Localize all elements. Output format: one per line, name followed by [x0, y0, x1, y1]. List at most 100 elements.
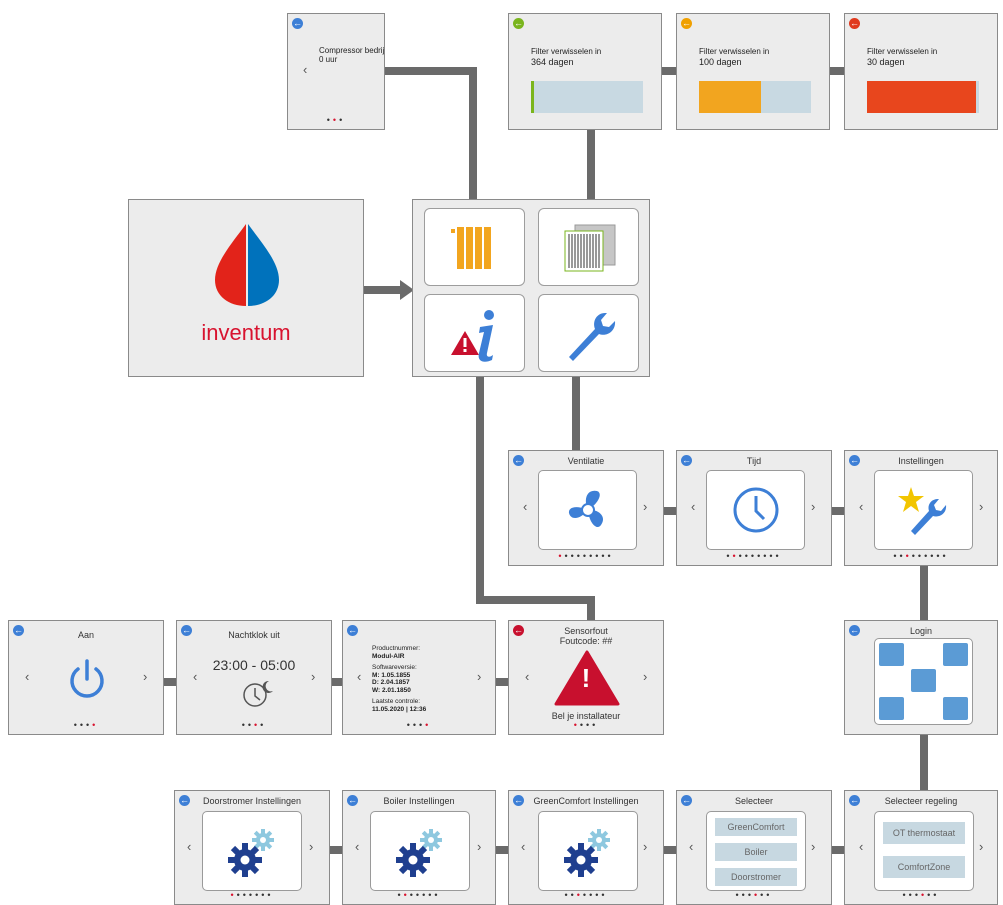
- connector: [385, 67, 477, 75]
- back-icon[interactable]: ←: [347, 625, 358, 636]
- back-icon[interactable]: ←: [347, 795, 358, 806]
- connector: [830, 67, 844, 75]
- back-icon[interactable]: ←: [513, 625, 524, 636]
- arrow-left-button[interactable]: ‹: [193, 669, 198, 684]
- arrow-left-button[interactable]: ‹: [303, 62, 308, 77]
- back-icon[interactable]: ←: [179, 795, 190, 806]
- product-value: Modul-AIR: [372, 652, 405, 660]
- arrow-left-button[interactable]: ‹: [25, 669, 30, 684]
- arrow-right-button[interactable]: ›: [477, 839, 482, 854]
- login-square[interactable]: [879, 697, 904, 720]
- filter-progress-fill: [867, 81, 976, 113]
- connector: [496, 678, 508, 686]
- settings-tile[interactable]: [538, 294, 639, 372]
- arrow-left-button[interactable]: ‹: [355, 839, 360, 854]
- back-icon[interactable]: ←: [513, 795, 524, 806]
- option-comfortzone[interactable]: ComfortZone: [883, 856, 965, 878]
- option-boiler[interactable]: Boiler: [715, 843, 797, 861]
- back-icon[interactable]: ←: [849, 455, 860, 466]
- back-icon[interactable]: ←: [513, 18, 524, 29]
- arrow-right-button[interactable]: ›: [811, 499, 816, 514]
- arrow-right-button[interactable]: ›: [811, 839, 816, 854]
- compressor-label: Compressor bedrijfstijd: [319, 46, 385, 55]
- arrow-left-button[interactable]: ‹: [357, 669, 362, 684]
- login-square[interactable]: [911, 669, 936, 692]
- page-dots: •••••••: [564, 890, 608, 900]
- page-dots: •••••••••: [893, 551, 949, 561]
- back-icon[interactable]: ←: [681, 455, 692, 466]
- filter-progress-bar: [699, 81, 811, 113]
- info-tile[interactable]: [424, 294, 525, 372]
- greencomfort-tile[interactable]: [538, 811, 638, 891]
- arrow-left-button[interactable]: ‹: [523, 499, 528, 514]
- back-icon[interactable]: ←: [513, 455, 524, 466]
- radiator-tile[interactable]: [424, 208, 525, 286]
- arrow-right-button[interactable]: ›: [643, 669, 648, 684]
- back-icon[interactable]: ←: [849, 625, 860, 636]
- sensor-title: Sensorfout: [564, 626, 608, 636]
- back-icon[interactable]: ←: [849, 18, 860, 29]
- tijd-tile[interactable]: [706, 470, 805, 550]
- check-value: 11.05.2020 | 12:36: [372, 705, 427, 713]
- arrow-left-button[interactable]: ‹: [525, 669, 530, 684]
- arrow-right-button[interactable]: ›: [311, 669, 316, 684]
- connector: [476, 376, 484, 600]
- doorstromer-tile[interactable]: [202, 811, 302, 891]
- connector: [469, 67, 477, 200]
- connector: [476, 596, 595, 604]
- filter-progress-fill: [699, 81, 761, 113]
- sensor-code: Foutcode: ##: [559, 636, 613, 646]
- software-m: M: 1.05.1855: [372, 671, 411, 679]
- screen-title: Ventilatie: [567, 456, 605, 466]
- login-square[interactable]: [943, 697, 968, 720]
- arrow-right-button[interactable]: ›: [477, 669, 482, 684]
- filter-label: Filter verwisselen in: [699, 47, 770, 56]
- connector: [920, 566, 928, 620]
- option-ot-thermostaat[interactable]: OT thermostaat: [883, 822, 965, 844]
- connector: [496, 846, 508, 854]
- option-greencomfort[interactable]: GreenComfort: [715, 818, 797, 836]
- arrow-left-button[interactable]: ‹: [691, 499, 696, 514]
- connector: [587, 596, 595, 620]
- arrow-right-button[interactable]: ›: [309, 839, 314, 854]
- compressor-value: 0 uur: [319, 55, 338, 64]
- ventilatie-tile[interactable]: [538, 470, 637, 550]
- login-square[interactable]: [879, 643, 904, 666]
- back-icon[interactable]: ←: [849, 795, 860, 806]
- page-dots: •••••••: [230, 890, 274, 900]
- arrow-left-button[interactable]: ‹: [859, 839, 864, 854]
- tijd-screen: ← Tijd ‹ › •••••••••: [676, 450, 832, 566]
- arrow-right-button[interactable]: ›: [979, 839, 984, 854]
- logo-text: inventum: [201, 320, 291, 345]
- boiler-tile[interactable]: [370, 811, 470, 891]
- filter-progress-bar: [867, 81, 979, 113]
- warning-mark: !: [581, 663, 591, 693]
- filter-tile[interactable]: [538, 208, 639, 286]
- gears-icon: [564, 829, 610, 877]
- back-icon[interactable]: ←: [13, 625, 24, 636]
- back-icon[interactable]: ←: [681, 795, 692, 806]
- fan-icon: [568, 490, 604, 528]
- star-wrench-icon: [898, 487, 947, 535]
- compressor-screen: ← Compressor bedrijfstijd 0 uur ‹ › •••: [287, 13, 385, 130]
- login-square[interactable]: [943, 643, 968, 666]
- instellingen-tile[interactable]: [874, 470, 973, 550]
- page-dots: ••••: [573, 720, 599, 730]
- back-icon[interactable]: ←: [181, 625, 192, 636]
- arrow-left-button[interactable]: ‹: [521, 839, 526, 854]
- arrow-right-button[interactable]: ›: [143, 669, 148, 684]
- arrow-left-button[interactable]: ‹: [689, 839, 694, 854]
- night-clock-icon: [243, 680, 273, 707]
- connector: [832, 507, 844, 515]
- arrow-left-button[interactable]: ‹: [859, 499, 864, 514]
- arrow-right-button[interactable]: ›: [643, 839, 648, 854]
- screen-title: Instellingen: [898, 456, 944, 466]
- arrow-left-button[interactable]: ‹: [187, 839, 192, 854]
- arrow-right-button[interactable]: ›: [979, 499, 984, 514]
- option-doorstromer[interactable]: Doorstromer: [715, 868, 797, 886]
- back-icon[interactable]: ←: [681, 18, 692, 29]
- back-icon[interactable]: ←: [292, 18, 303, 29]
- arrow-right-button[interactable]: ›: [643, 499, 648, 514]
- login-pattern-pad[interactable]: [874, 638, 973, 725]
- regeling-options-box: OT thermostaat ComfortZone: [874, 811, 974, 891]
